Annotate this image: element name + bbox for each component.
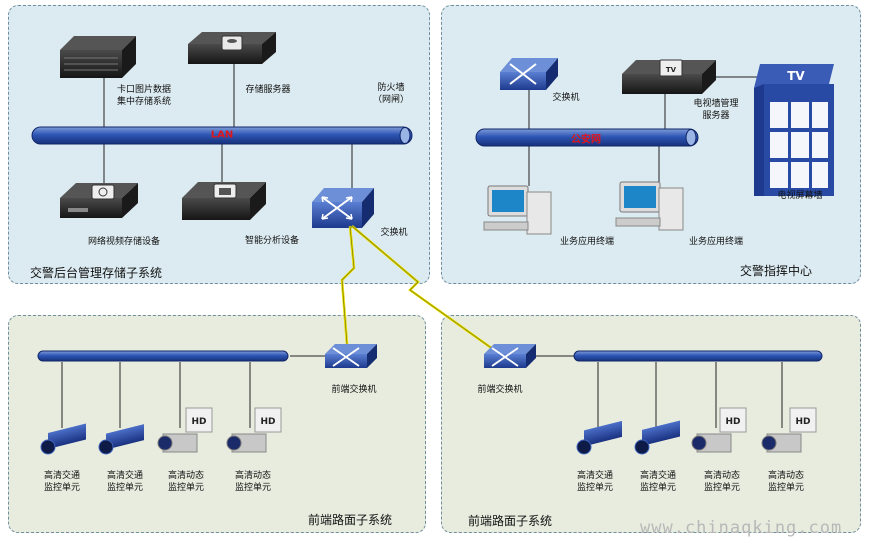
business-terminal-label-2: 业务应用终端	[688, 237, 744, 247]
command-center-links	[528, 76, 760, 186]
right-roadside-links	[530, 355, 783, 428]
left-roadside-links	[61, 355, 325, 428]
checkpoint-storage-label: 卡口图片数据 集中存储系统	[116, 85, 172, 107]
right-unit-label: 高清动态 监控单元	[703, 471, 741, 493]
command-center-title: 交警指挥中心	[740, 264, 813, 278]
traffic-camera-icon	[98, 424, 144, 455]
hd-dynamic-camera-icon	[691, 407, 747, 453]
hd-badge: HD	[795, 417, 810, 427]
center-switch-label: 交换机	[552, 93, 580, 103]
left-unit-label: 高清动态 监控单元	[234, 471, 272, 493]
traffic-camera-icon	[576, 420, 622, 455]
backend-switch-label: 交换机	[380, 228, 408, 238]
right-bus	[573, 350, 823, 362]
hd-badge: HD	[191, 417, 206, 427]
roadside-left-title: 前端路面子系统	[308, 513, 393, 527]
wireless-links	[340, 225, 498, 354]
left-unit-label: 高清交通 监控单元	[106, 471, 144, 493]
police-net-bus	[475, 128, 699, 147]
right-unit-label: 高清交通 监控单元	[639, 471, 677, 493]
hd-badge: HD	[725, 417, 740, 427]
right-unit-label: 高清交通 监控单元	[576, 471, 614, 493]
watermark: www.chinaqking.com	[640, 518, 843, 538]
left-bus	[37, 350, 289, 362]
traffic-camera-icon	[40, 423, 86, 455]
front-switch-left-icon	[325, 344, 377, 368]
hd-dynamic-camera-icon	[226, 407, 282, 453]
tv-wall-tv-label: TV	[787, 69, 805, 83]
traffic-backend-title: 交警后台管理存储子系统	[30, 266, 163, 280]
left-unit-label: 高清交通 监控单元	[43, 471, 81, 493]
front-switch-right-label: 前端交换机	[477, 385, 523, 395]
tv-wall-server-label: 电视墙管理 服务器	[693, 99, 739, 121]
tv-wall-server-icon	[622, 59, 716, 94]
storage-server-label: 存储服务器	[245, 85, 291, 95]
backend-links	[103, 64, 353, 188]
traffic-camera-icon	[634, 420, 680, 455]
smart-analysis-label: 智能分析设备	[244, 236, 300, 246]
nvr-label: 网络视频存储设备	[87, 237, 161, 247]
hd-dynamic-camera-icon	[157, 407, 213, 453]
police-net-bus-label: 公安网	[571, 134, 601, 146]
hd-dynamic-camera-icon	[761, 407, 817, 453]
front-switch-left-label: 前端交换机	[331, 385, 377, 395]
nvr-icon	[60, 183, 138, 218]
business-terminal-icon-1	[483, 185, 552, 235]
right-unit-label: 高清动态 监控单元	[767, 471, 805, 493]
lan-bus	[31, 126, 413, 145]
storage-server-icon	[188, 32, 276, 64]
left-unit-label: 高清动态 监控单元	[167, 471, 205, 493]
center-switch-icon	[500, 58, 558, 90]
smart-analysis-device-icon	[182, 182, 266, 220]
tv-wall-label: 电视屏幕墙	[777, 191, 823, 201]
tv-server-tv-label: TV	[666, 66, 677, 74]
hd-badge: HD	[260, 417, 275, 427]
business-terminal-icon-2	[615, 181, 684, 231]
lan-bus-label: LAN	[210, 129, 234, 141]
checkpoint-storage-system-icon	[60, 36, 136, 78]
tv-wall-icon	[754, 64, 834, 196]
backend-switch-icon	[312, 188, 374, 228]
business-terminal-label-1: 业务应用终端	[559, 237, 615, 247]
front-switch-right-icon	[484, 344, 536, 368]
roadside-right-title: 前端路面子系统	[468, 514, 553, 528]
firewall-label: 防火墙 （网闸）	[372, 83, 410, 105]
